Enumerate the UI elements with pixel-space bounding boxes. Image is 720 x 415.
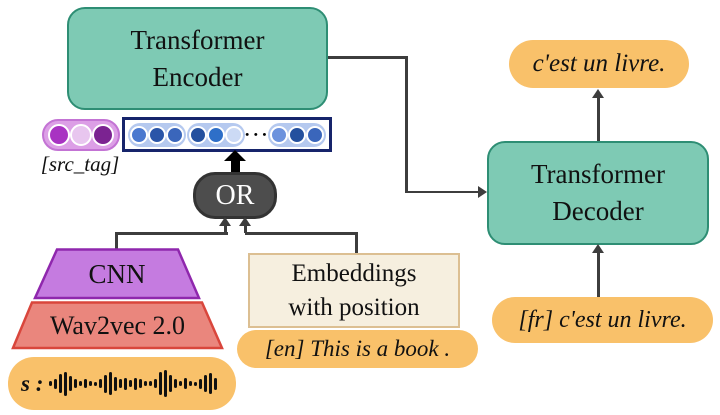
embedding-circle xyxy=(70,124,92,146)
waveform-bar xyxy=(204,375,208,392)
token-group xyxy=(267,122,326,147)
waveform-bar xyxy=(89,381,93,386)
decoder-input-label: [fr] c'est un livre. xyxy=(518,306,687,333)
wav2vec-trapezoid xyxy=(11,301,224,350)
decoder-input-pill: [fr] c'est un livre. xyxy=(492,297,713,343)
waveform-bar xyxy=(134,377,138,390)
embedding-circle xyxy=(148,125,166,144)
embeddings-label-line2: with position xyxy=(288,293,420,321)
waveform-bar xyxy=(174,379,178,388)
connector-decoder-hline xyxy=(405,190,479,193)
waveform-bar xyxy=(59,374,63,393)
embeddings-label-line1: Embeddings xyxy=(291,259,417,287)
encoder-label-line1: Transformer xyxy=(130,24,265,55)
decoder-label-line2: Decoder xyxy=(552,196,644,226)
decoder-output-pill: c'est un livre. xyxy=(509,40,689,88)
ellipsis-dots: • • • xyxy=(245,128,268,141)
speech-input-pill: s : xyxy=(8,357,236,410)
embedding-circle xyxy=(188,125,207,144)
waveform-bar xyxy=(159,372,163,395)
token-group xyxy=(186,122,245,147)
transformer-encoder-box: Transformer Encoder xyxy=(67,7,328,110)
or-label: OR xyxy=(215,179,255,211)
connector-encoder-hline xyxy=(328,56,407,59)
waveform-bar xyxy=(64,371,68,396)
arrowhead-or-left xyxy=(219,217,231,226)
embedding-circle xyxy=(130,125,148,144)
embedding-circle xyxy=(48,124,70,146)
embedding-circle xyxy=(305,125,324,144)
waveform-bar xyxy=(79,381,83,386)
waveform-bar xyxy=(179,381,183,386)
waveform-bar xyxy=(84,379,88,388)
connector-left-stub xyxy=(224,225,227,233)
embedding-circle xyxy=(206,125,225,144)
or-node: OR xyxy=(193,172,277,219)
thick-arrow-stem xyxy=(231,161,240,173)
waveform-bar xyxy=(144,381,148,386)
connector-cnn-vline xyxy=(115,232,118,251)
waveform-bar xyxy=(119,379,123,388)
cnn-label: CNN xyxy=(88,258,146,289)
waveform-bar xyxy=(154,379,158,388)
speech-prefix-label: s : xyxy=(21,370,44,396)
connector-left-hline xyxy=(115,232,228,235)
waveform-bar xyxy=(54,378,58,389)
waveform-bar xyxy=(74,379,78,388)
token-group xyxy=(128,122,186,147)
waveform-bar xyxy=(164,370,168,397)
wav2vec-label: Wav2vec 2.0 xyxy=(49,310,186,340)
arrowhead-or-right xyxy=(239,217,251,226)
arrowhead-decoder-top xyxy=(592,244,604,253)
token-embedding-row: • • • xyxy=(122,117,332,152)
waveform-bar xyxy=(94,381,98,386)
embedding-circle xyxy=(269,125,288,144)
text-input-pill: [en] This is a book . xyxy=(237,330,478,368)
decoder-output-label: c'est un livre. xyxy=(532,50,666,77)
decoder-label-line1: Transformer xyxy=(531,159,665,189)
waveform-bar xyxy=(169,375,173,392)
waveform-bar xyxy=(149,381,153,386)
connector-decoder-output-vline xyxy=(597,97,600,141)
waveform-bar xyxy=(49,381,53,386)
waveform-bar xyxy=(124,377,128,390)
waveform-bar xyxy=(114,376,118,391)
waveform-bar xyxy=(69,376,73,391)
waveform-bar xyxy=(199,378,203,389)
waveform-bar xyxy=(104,374,108,393)
waveform-bar xyxy=(209,373,213,394)
cnn-trapezoid xyxy=(33,248,201,300)
waveform-bar xyxy=(189,381,193,386)
src-tag-label: [src_tag] xyxy=(40,152,120,176)
waveform-bar xyxy=(194,381,198,386)
transformer-decoder-box: Transformer Decoder xyxy=(487,141,709,245)
thick-arrow-icon xyxy=(224,150,246,161)
waveform-bar xyxy=(109,372,113,395)
waveform-bar xyxy=(99,379,103,388)
connector-right-stub xyxy=(244,225,247,233)
src-tag-pill xyxy=(42,119,120,151)
connector-decoder-input-vline xyxy=(597,252,600,297)
waveform-bar xyxy=(129,380,133,387)
waveform-bar xyxy=(214,377,218,390)
embeddings-box: Embeddings with position xyxy=(248,253,460,328)
embedding-circle xyxy=(92,124,114,146)
encoder-label-line2: Encoder xyxy=(152,61,243,92)
embedding-circle xyxy=(166,125,184,144)
connector-encoder-vline xyxy=(405,56,408,193)
embedding-circle xyxy=(224,125,243,144)
waveform-bar xyxy=(139,379,143,388)
embedding-circle xyxy=(287,125,306,144)
arrowhead-decoder-output xyxy=(592,89,604,98)
arrowhead-decoder-in xyxy=(478,186,487,198)
waveform-icon xyxy=(49,367,218,401)
text-input-label: [en] This is a book . xyxy=(264,336,451,361)
connector-embeddings-vline xyxy=(355,232,358,254)
connector-right-hline xyxy=(245,232,357,235)
waveform-bar xyxy=(184,378,188,389)
